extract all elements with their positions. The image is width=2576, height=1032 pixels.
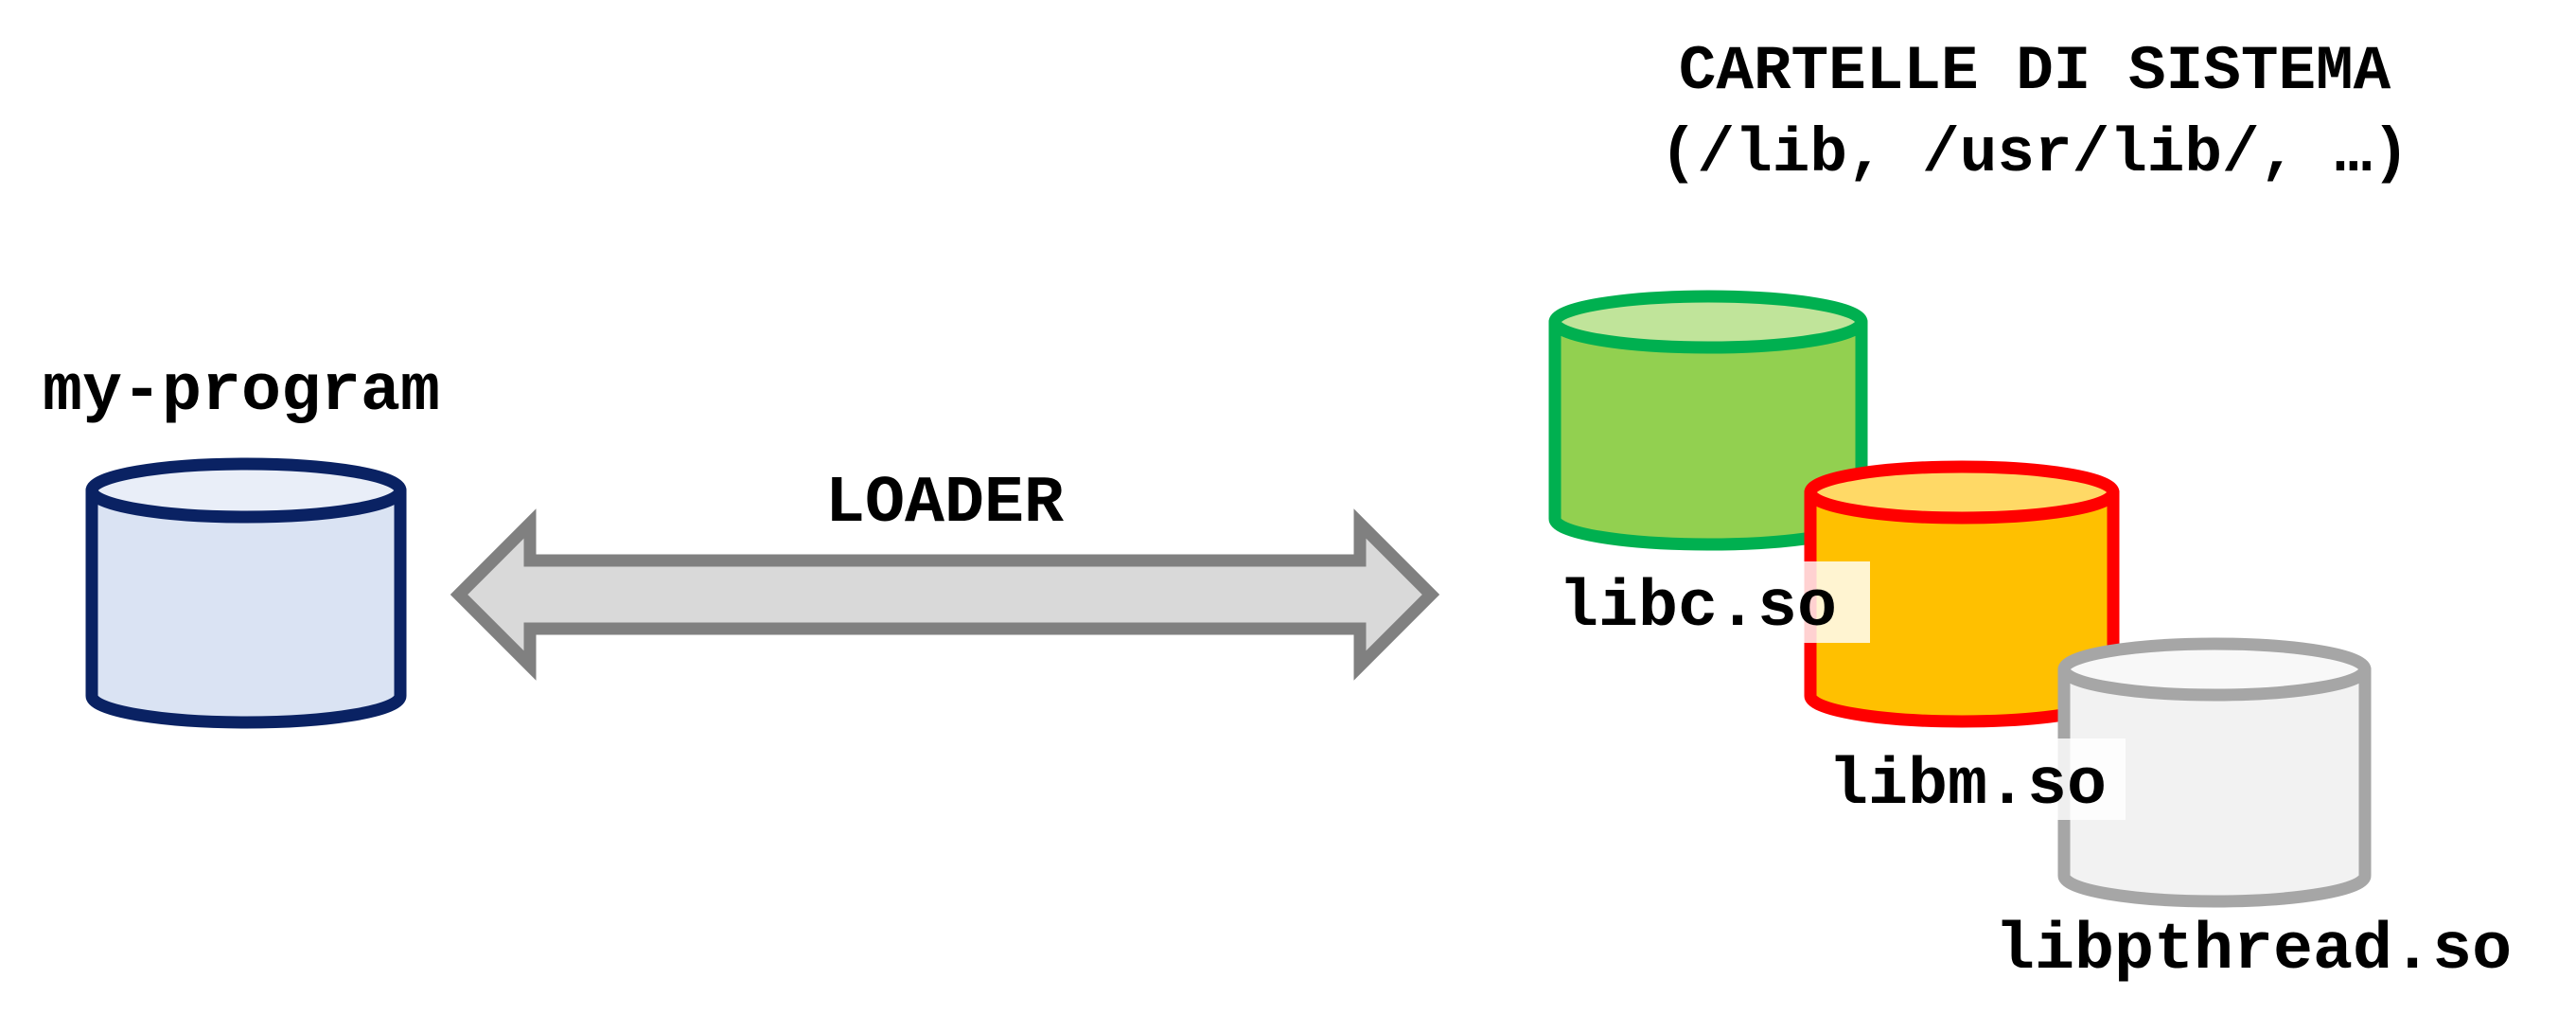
program-cylinder-top	[85, 457, 407, 524]
libc-label-background	[1552, 561, 1870, 643]
folder-title-line1: CARTELLE DI SISTEMA	[1679, 36, 2391, 107]
libm-label-background	[1821, 738, 2126, 820]
libc-cylinder-top	[1548, 290, 1868, 354]
libc-label: libc.so	[1559, 571, 1837, 646]
libm-label: libm.so	[1828, 749, 2107, 824]
libm-cylinder-top	[1804, 460, 2120, 525]
libpthread-cylinder-top	[2057, 637, 2372, 702]
libm-cylinder	[1804, 460, 2120, 728]
libpthread-cylinder-body	[2057, 663, 2372, 908]
folder-title-line2: (/lib, /usr/lib/, …)	[1660, 118, 2409, 189]
program-cylinder	[85, 457, 407, 729]
program-cylinder-body	[85, 484, 407, 729]
libpthread-cylinder	[2057, 637, 2372, 908]
libc-cylinder	[1548, 290, 1868, 551]
loader-double-arrow-icon	[450, 508, 1440, 681]
program-label: my-program	[43, 355, 440, 430]
libpthread-label: libpthread.so	[1995, 914, 2512, 988]
loader-label: LOADER	[825, 467, 1064, 542]
